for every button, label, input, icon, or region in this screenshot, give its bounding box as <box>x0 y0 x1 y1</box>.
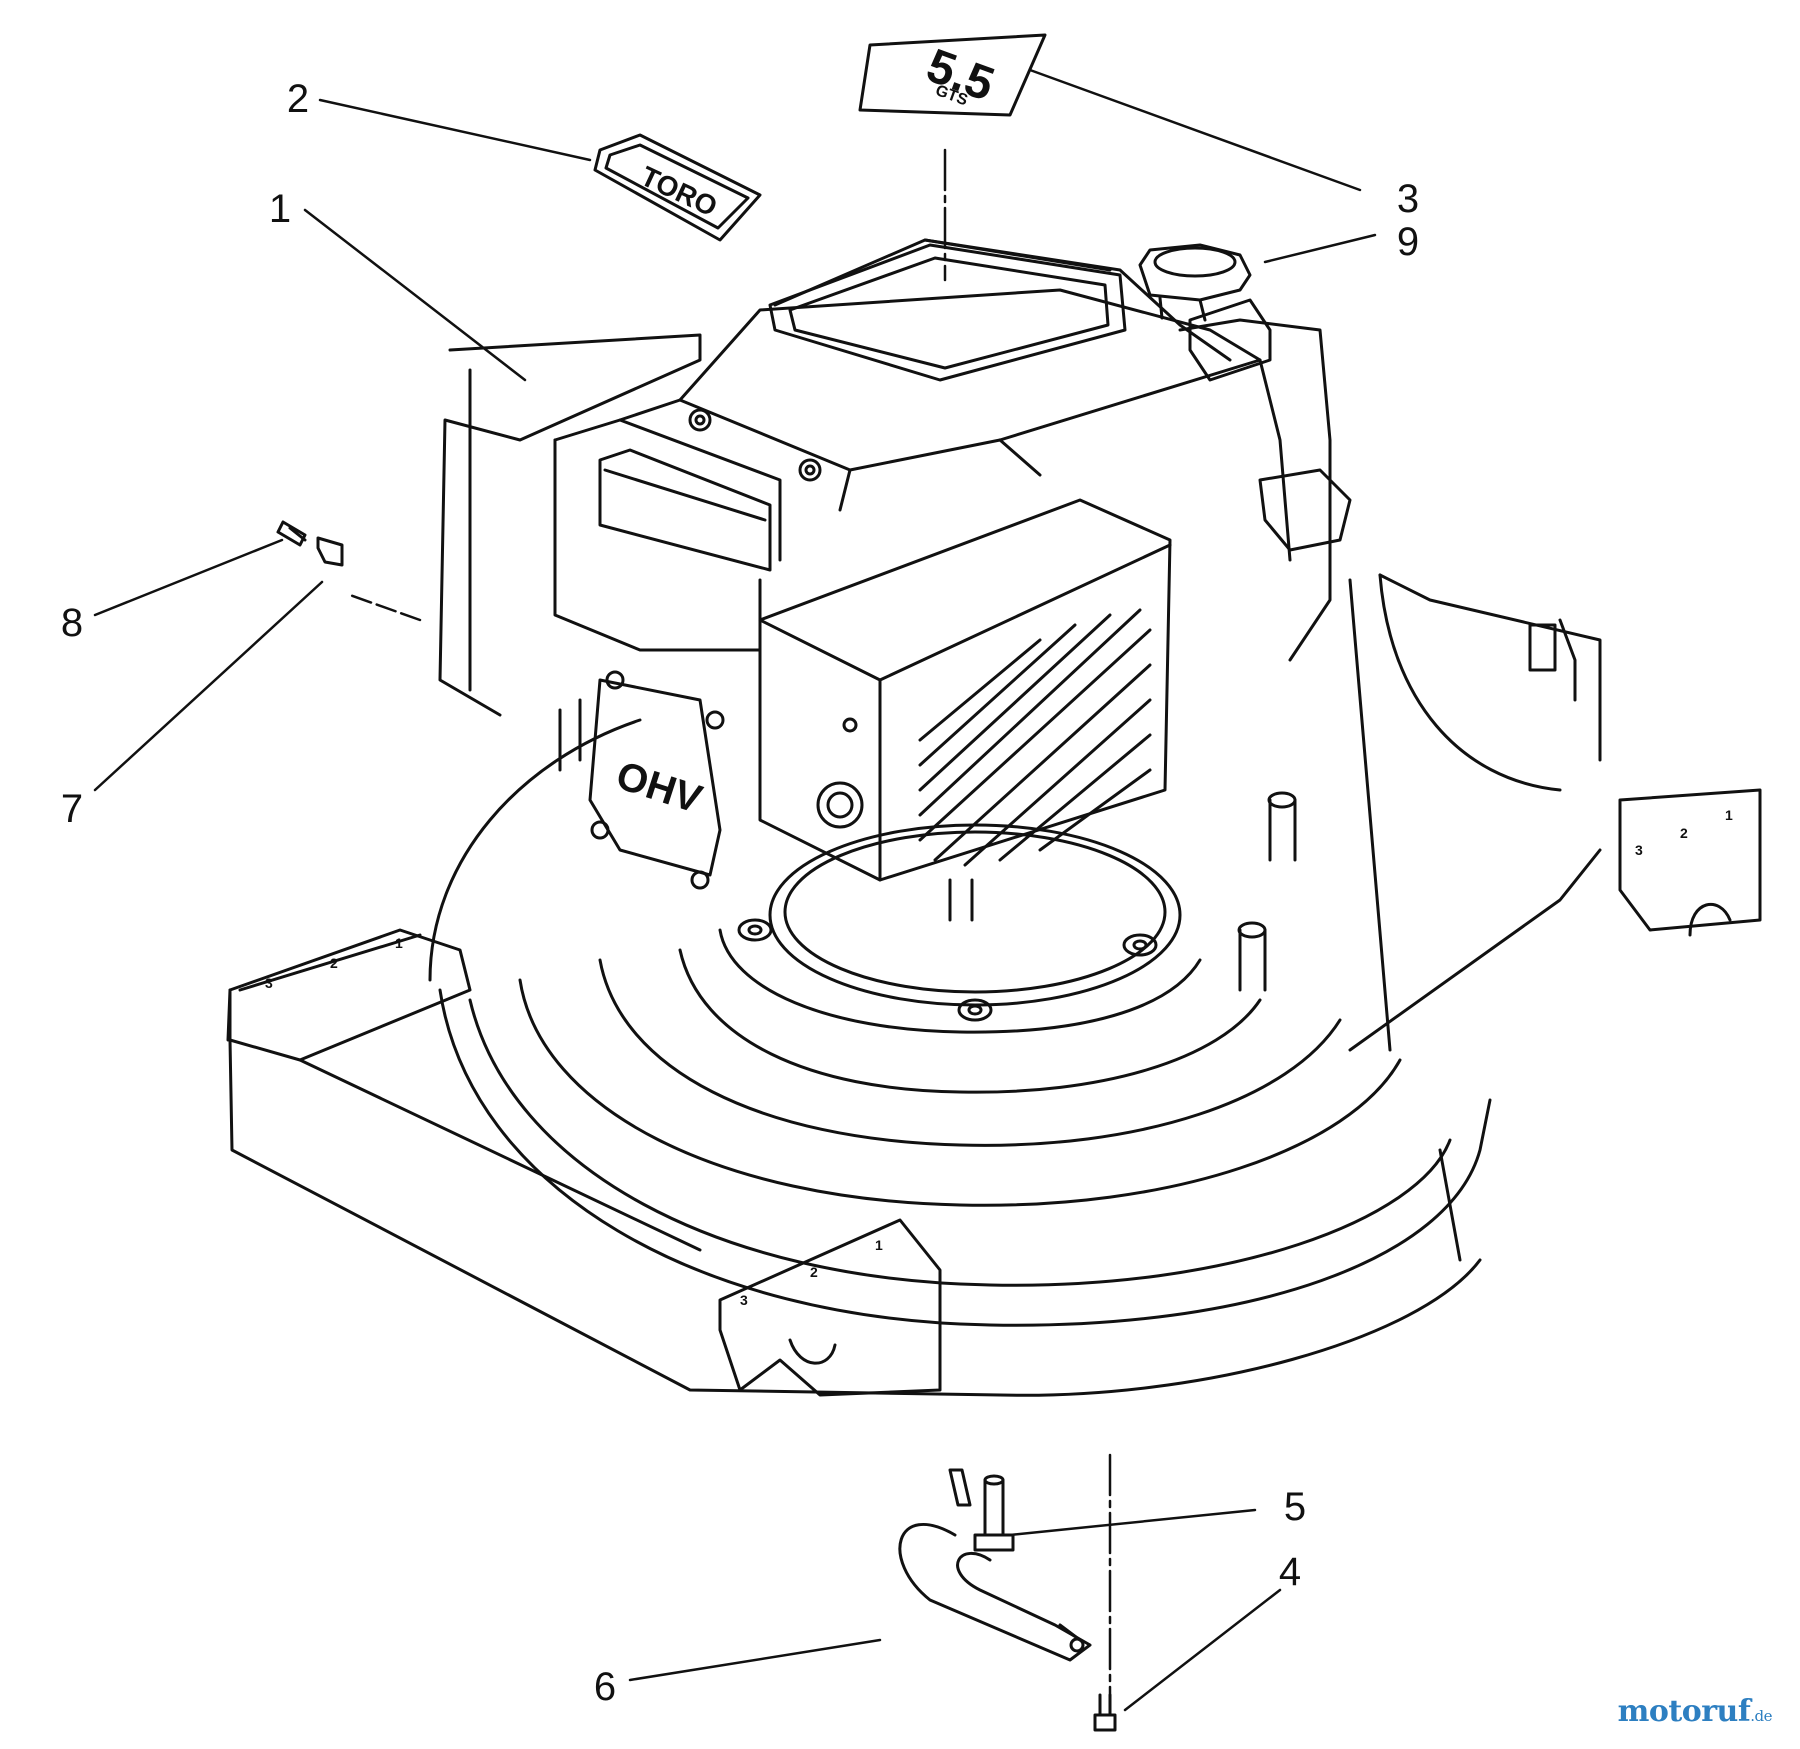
callout-5: 5 <box>1284 1485 1306 1529</box>
height-scale-left-2: 2 <box>330 955 338 971</box>
vent-slots <box>918 608 1152 867</box>
bolt-part-5 <box>973 1474 1015 1552</box>
height-scale-front-1: 1 <box>875 1237 883 1253</box>
callout-3: 3 <box>1397 177 1419 221</box>
engine-ohv-label: OHV <box>611 753 707 822</box>
baffle-part-6 <box>898 1468 1092 1662</box>
callout-4: 4 <box>1279 1550 1301 1594</box>
callout-6: 6 <box>594 1665 616 1709</box>
height-scale-right-2: 2 <box>1680 825 1688 841</box>
height-scale-right-3: 3 <box>1635 842 1643 858</box>
height-scale-right: 3 2 1 <box>1635 807 1733 858</box>
model-decal <box>858 33 1047 117</box>
bolt-part-8 <box>276 520 307 547</box>
watermark-brand: motoruf <box>1617 1694 1751 1729</box>
callout-9: 9 <box>1397 220 1419 264</box>
leader-lines <box>93 68 1377 1712</box>
watermark-tld: .de <box>1750 1707 1772 1725</box>
callout-7: 7 <box>61 787 83 831</box>
height-scale-right-1: 1 <box>1725 807 1733 823</box>
height-scale-front-2: 2 <box>810 1264 818 1280</box>
height-scale-front: 3 2 1 <box>740 1237 883 1308</box>
toro-decal <box>593 133 762 242</box>
height-scale-front-3: 3 <box>740 1292 748 1308</box>
callout-8: 8 <box>61 601 83 645</box>
callout-1: 1 <box>269 187 291 231</box>
height-scale-left-1: 1 <box>395 935 403 951</box>
callout-numbers: 1 2 3 4 5 6 7 8 9 <box>61 77 1419 1709</box>
screw-part-4 <box>1093 1693 1117 1732</box>
height-scale-left-3: 3 <box>265 975 273 991</box>
engine <box>438 238 1352 922</box>
clip-part-7 <box>316 536 344 567</box>
height-scale-left: 3 2 1 <box>265 935 403 991</box>
callout-2: 2 <box>287 77 309 121</box>
motoruf-watermark: motoruf.de <box>1617 1694 1773 1729</box>
